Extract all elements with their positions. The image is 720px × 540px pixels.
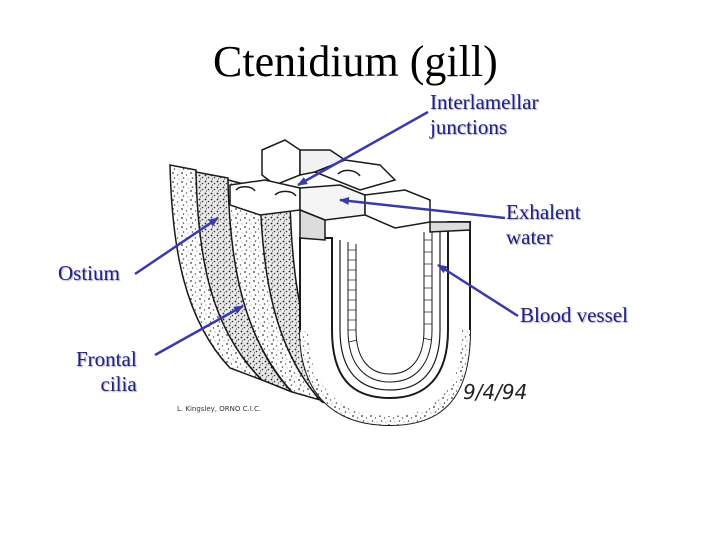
label-ostium: Ostium <box>58 261 120 285</box>
slide-title: Ctenidium (gill) <box>213 37 498 86</box>
interlamellar-junction-frame <box>229 139 471 241</box>
arrow-ostium <box>134 216 219 276</box>
arrow-blood-vessel <box>437 263 519 318</box>
gill-cross-section <box>299 221 471 427</box>
arrow-frontal-cilia <box>154 304 244 357</box>
label-exhalent-water: Exhalent water <box>506 200 581 249</box>
arrow-interlamellar <box>297 110 429 187</box>
drawing-date-signature: 9/4/94 <box>463 380 528 404</box>
label-frontal-cilia: Frontal cilia <box>76 347 137 396</box>
drawing-credit: L. Kingsley, ORNO C.I.C. <box>177 405 262 413</box>
arrow-exhalent <box>339 196 506 220</box>
label-blood-vessel: Blood vessel <box>520 303 628 327</box>
label-arrows <box>134 110 519 357</box>
label-interlamellar-junctions: Interlamellar junctions <box>430 90 539 139</box>
